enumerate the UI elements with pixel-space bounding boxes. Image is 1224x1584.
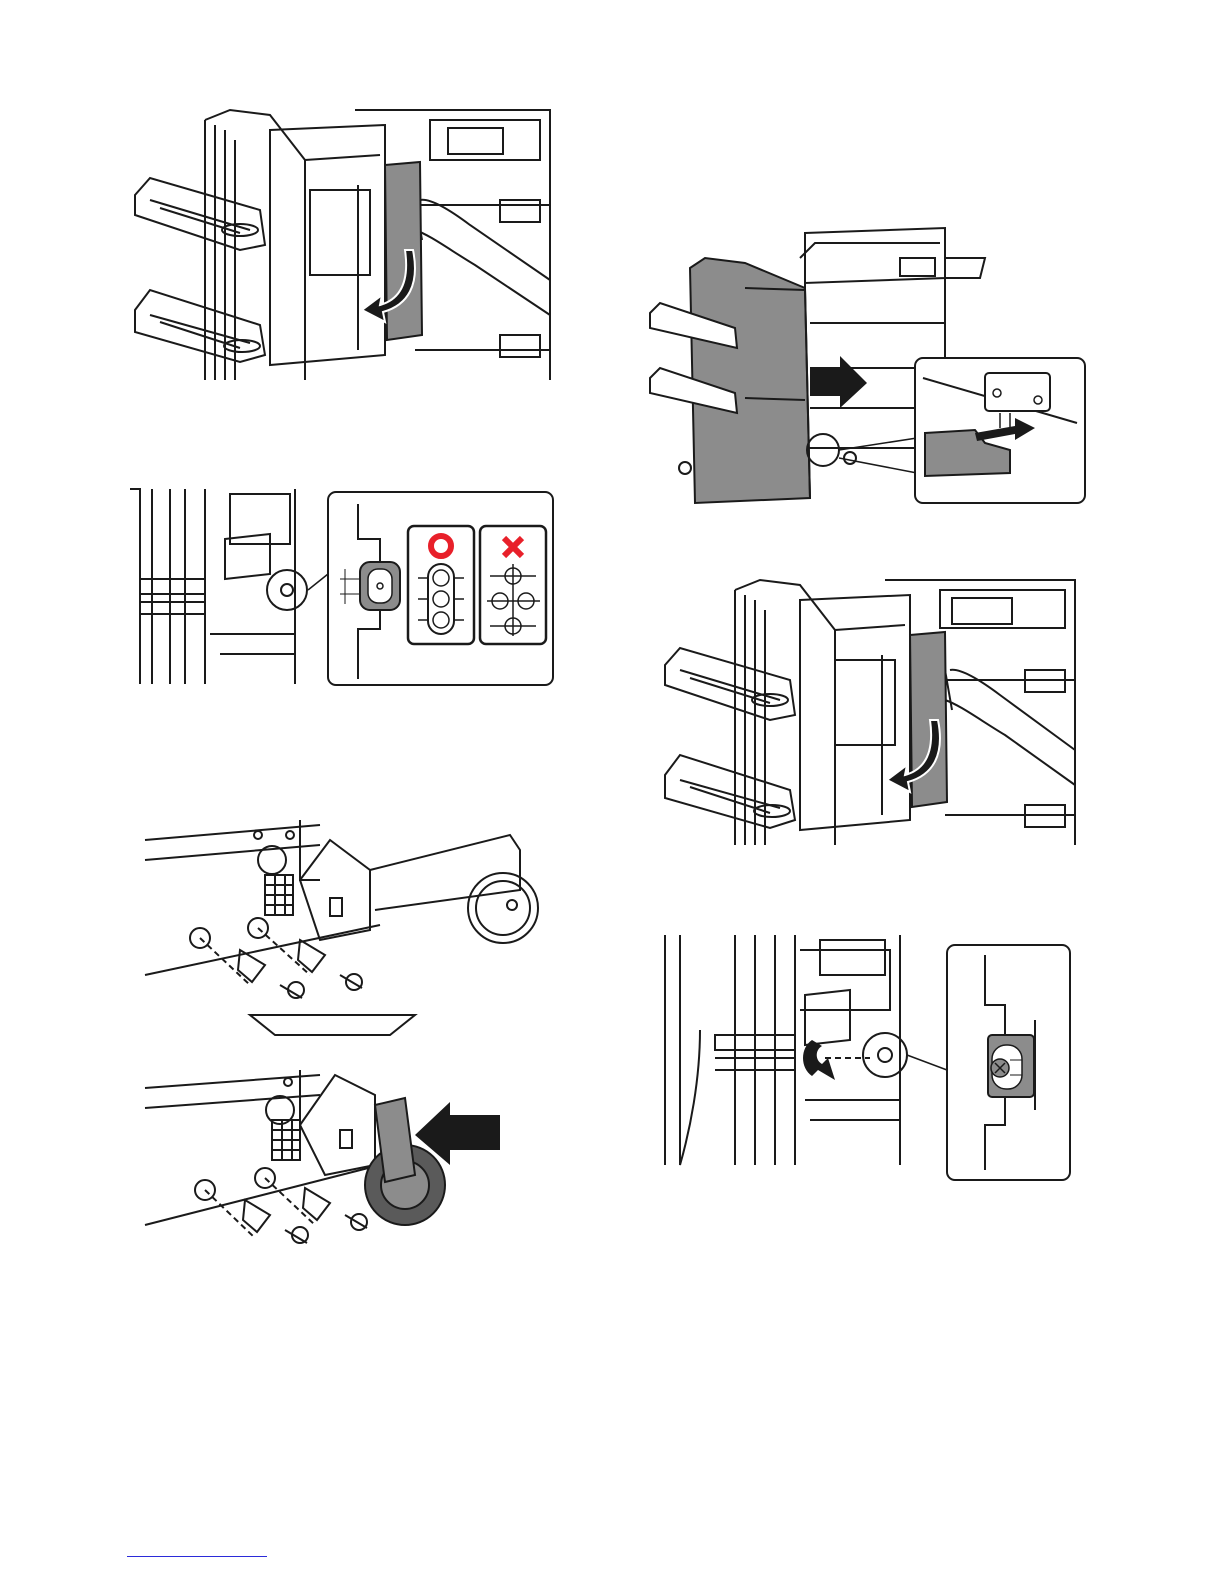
figure-open-cover-left bbox=[130, 100, 560, 385]
footer-rule bbox=[127, 1556, 267, 1557]
figure-screw-tighten bbox=[660, 930, 1075, 1185]
figure-open-cover-right bbox=[660, 570, 1080, 850]
finisher-open-cover-illustration bbox=[130, 100, 560, 385]
figure-plate-check bbox=[130, 484, 558, 688]
figure-caster-screws bbox=[140, 820, 550, 1250]
down-arrow-icon bbox=[250, 1015, 415, 1035]
figure-attach-finisher bbox=[645, 218, 1090, 510]
push-arrow-icon bbox=[810, 356, 867, 408]
